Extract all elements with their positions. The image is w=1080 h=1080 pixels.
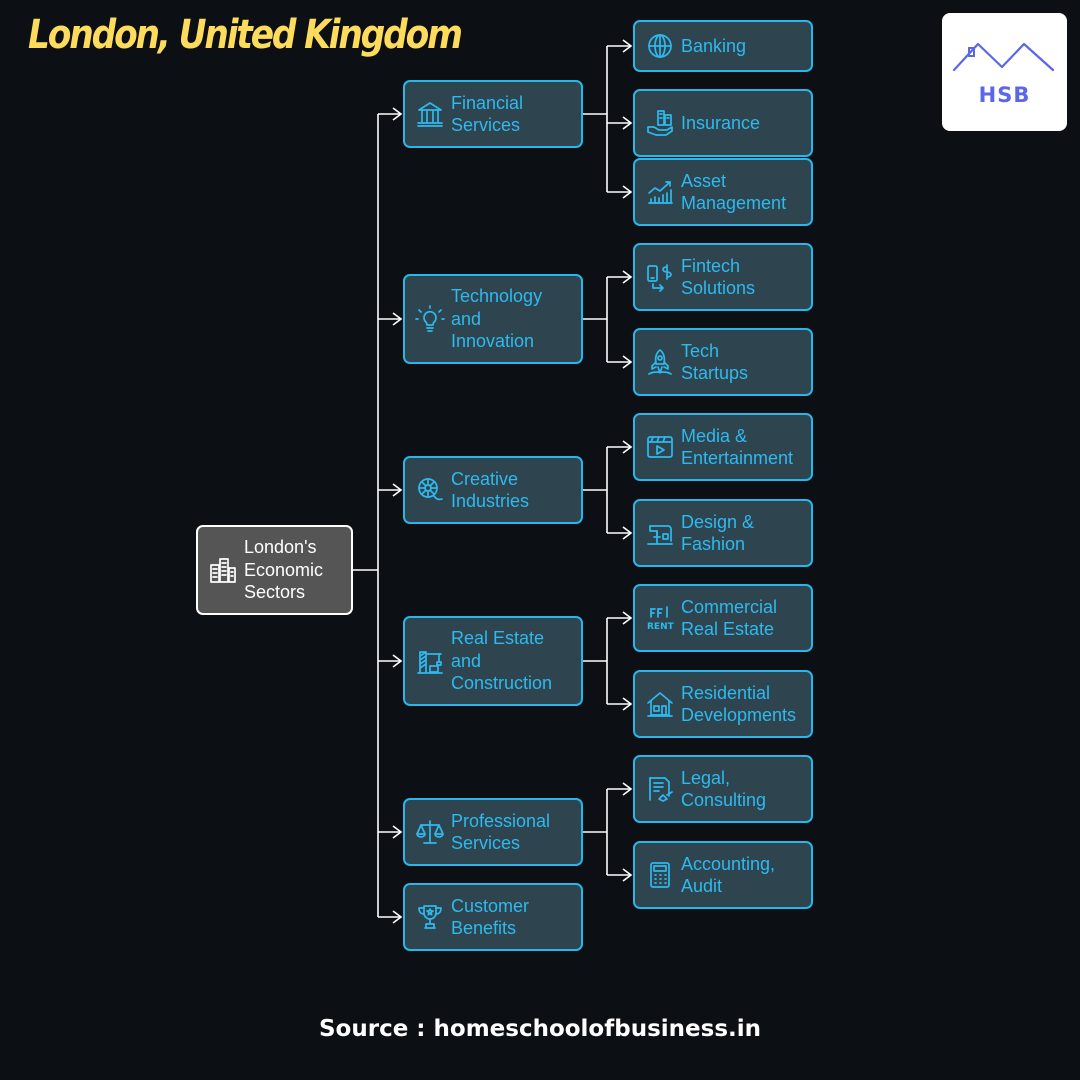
- arrow-head-icon: [622, 868, 633, 882]
- arrow-head-icon: [622, 185, 633, 199]
- sector-node-customer-benefits: Customer Benefits: [403, 883, 583, 951]
- sector-node-real-estate-and-construction: Real Estate and Construction: [403, 616, 583, 706]
- child-label: Media & Entertainment: [681, 425, 794, 469]
- child-node-legal-consulting: Legal, Consulting: [633, 755, 813, 823]
- child-label: Insurance: [681, 112, 761, 133]
- sewing-machine-icon: [645, 518, 675, 548]
- arrow-head-icon: [622, 39, 633, 53]
- sector-label: Financial Services: [451, 92, 524, 136]
- child-label: Fintech Solutions: [681, 255, 756, 299]
- child-label: Accounting, Audit: [681, 853, 776, 897]
- sector-label: Real Estate and Construction: [451, 628, 553, 694]
- child-label: Asset Management: [681, 170, 787, 214]
- globe-network-icon: [645, 31, 675, 61]
- child-node-residential-developments: Residential Developments: [633, 670, 813, 738]
- rent-sign-icon: RENT: [645, 603, 675, 633]
- arrow-head-icon: [622, 355, 633, 369]
- bank-icon: [415, 99, 445, 129]
- sector-node-financial-services: Financial Services: [403, 80, 583, 148]
- root-label: London's Economic Sectors: [244, 537, 324, 603]
- trophy-icon: [415, 902, 445, 932]
- source-credit: Source : homeschoolofbusiness.in: [318, 1016, 762, 1042]
- arrow-head-icon: [622, 270, 633, 284]
- child-node-asset-management: Asset Management: [633, 158, 813, 226]
- child-node-commercial-real-estate: RENT Commercial Real Estate: [633, 584, 813, 652]
- child-label: Residential Developments: [681, 682, 797, 726]
- logo-house-roof-icon: [952, 42, 1055, 72]
- calculator-icon: [645, 860, 675, 890]
- child-node-media-entertainment: Media & Entertainment: [633, 413, 813, 481]
- arrow-head-icon: [392, 107, 403, 121]
- arrow-head-icon: [622, 526, 633, 540]
- growth-chart-icon: [645, 177, 675, 207]
- light-bulb-icon: [415, 304, 445, 334]
- crane-icon: [415, 646, 445, 676]
- video-player-icon: [645, 432, 675, 462]
- arrow-head-icon: [392, 312, 403, 326]
- contract-icon: [645, 774, 675, 804]
- palette-icon: [415, 475, 445, 505]
- arrow-head-icon: [622, 782, 633, 796]
- arrow-head-icon: [392, 910, 403, 924]
- child-node-banking: Banking: [633, 20, 813, 72]
- hand-building-icon: [645, 108, 675, 138]
- child-label: Commercial Real Estate: [681, 596, 778, 640]
- arrow-head-icon: [392, 654, 403, 668]
- arrow-head-icon: [622, 611, 633, 625]
- child-node-accounting-audit: Accounting, Audit: [633, 841, 813, 909]
- svg-text:RENT: RENT: [647, 622, 675, 632]
- scales-icon: [415, 817, 445, 847]
- phone-dollar-icon: [645, 262, 675, 292]
- root-node-london-s-economic-sectors: London's Economic Sectors: [196, 525, 353, 615]
- rocket-icon: [645, 347, 675, 377]
- arrow-head-icon: [622, 440, 633, 454]
- child-node-insurance: Insurance: [633, 89, 813, 157]
- sector-node-creative-industries: Creative Industries: [403, 456, 583, 524]
- sector-node-technology-and-innovation: Technology and Innovation: [403, 274, 583, 364]
- arrow-head-icon: [622, 116, 633, 130]
- logo-text: HSB: [978, 83, 1031, 107]
- child-node-tech-startups: Tech Startups: [633, 328, 813, 396]
- arrow-head-icon: [392, 483, 403, 497]
- arrow-head-icon: [392, 825, 403, 839]
- arrow-head-icon: [622, 697, 633, 711]
- child-label: Legal, Consulting: [681, 767, 767, 811]
- city-buildings-icon: [208, 555, 238, 585]
- child-label: Design & Fashion: [681, 511, 755, 555]
- sector-label: Professional Services: [451, 810, 551, 854]
- child-node-fintech-solutions: Fintech Solutions: [633, 243, 813, 311]
- sector-label: Customer Benefits: [451, 895, 530, 939]
- child-node-design-fashion: Design & Fashion: [633, 499, 813, 567]
- sector-label: Technology and Innovation: [451, 286, 543, 352]
- sector-node-professional-services: Professional Services: [403, 798, 583, 866]
- child-label: Tech Startups: [681, 340, 749, 384]
- sector-label: Creative Industries: [451, 468, 530, 512]
- house-icon: [645, 689, 675, 719]
- diagram-title: London, United Kingdom: [28, 12, 463, 58]
- hsb-logo: HSB: [942, 13, 1067, 131]
- child-label: Banking: [681, 35, 747, 56]
